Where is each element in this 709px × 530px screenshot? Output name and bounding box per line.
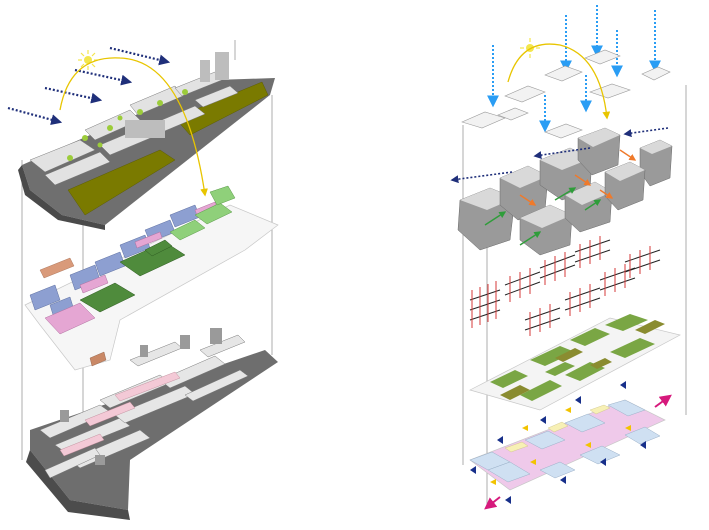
layer-building-massing — [457, 127, 673, 256]
flow-arrow-icon — [470, 381, 646, 504]
layer-existing-fabric — [26, 328, 278, 520]
left-panel — [7, 40, 279, 520]
rain-arrow-icon — [487, 5, 661, 133]
layer-structure-frames — [469, 236, 661, 336]
sun-icon — [78, 50, 98, 70]
layer-site-plan — [18, 52, 275, 230]
right-panel — [450, 5, 687, 510]
wind-arrow-icon — [450, 127, 669, 184]
sun-path-arrow-right — [507, 43, 611, 120]
layer-program-massing — [24, 185, 279, 371]
sun-icon — [520, 38, 540, 58]
ventilation-arrow-icon — [484, 149, 637, 246]
flow-arrow-icon — [484, 394, 672, 510]
roof-tiles — [461, 49, 671, 139]
layer-ground-plate — [469, 399, 666, 491]
wind-arrow-icon — [7, 46, 171, 126]
sun-path-arrow — [59, 57, 208, 197]
layer-green-plate — [469, 314, 681, 411]
flow-arrow-icon — [490, 407, 631, 485]
